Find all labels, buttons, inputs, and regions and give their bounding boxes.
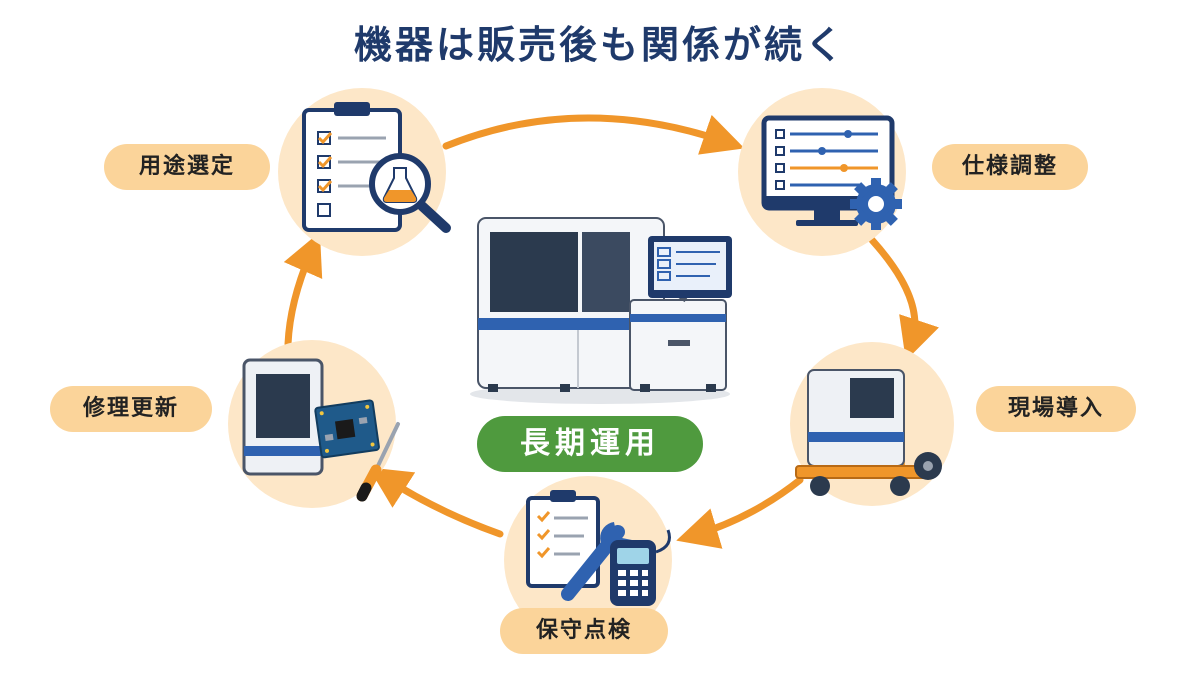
center-label: 長期運用 (477, 416, 703, 472)
arrow-select-to-spec (442, 114, 745, 155)
arrow-install-to-maintenance (676, 476, 804, 549)
monitor-settings-icon (761, 115, 902, 230)
maintenance-tools-icon (526, 490, 671, 606)
step-label-spec: 仕様調整 (932, 144, 1088, 190)
step-label-install: 現場導入 (976, 386, 1136, 432)
step-label-repair: 修理更新 (50, 386, 212, 432)
cycle-arrows (283, 114, 939, 549)
arrow-spec-to-install (868, 236, 939, 361)
arrow-maintenance-to-repair (368, 467, 504, 538)
arrow-repair-to-select (283, 232, 323, 348)
page-title: 機器は販売後も関係が続く (353, 23, 846, 67)
step-label-select: 用途選定 (104, 144, 270, 190)
clipboard-magnifier-icon (302, 102, 451, 233)
step-label-maintenance: 保守点検 (500, 608, 668, 654)
equipment-cart-icon (795, 369, 942, 496)
circuit-repair-icon (242, 358, 400, 502)
lab-equipment-illustration (470, 217, 732, 404)
